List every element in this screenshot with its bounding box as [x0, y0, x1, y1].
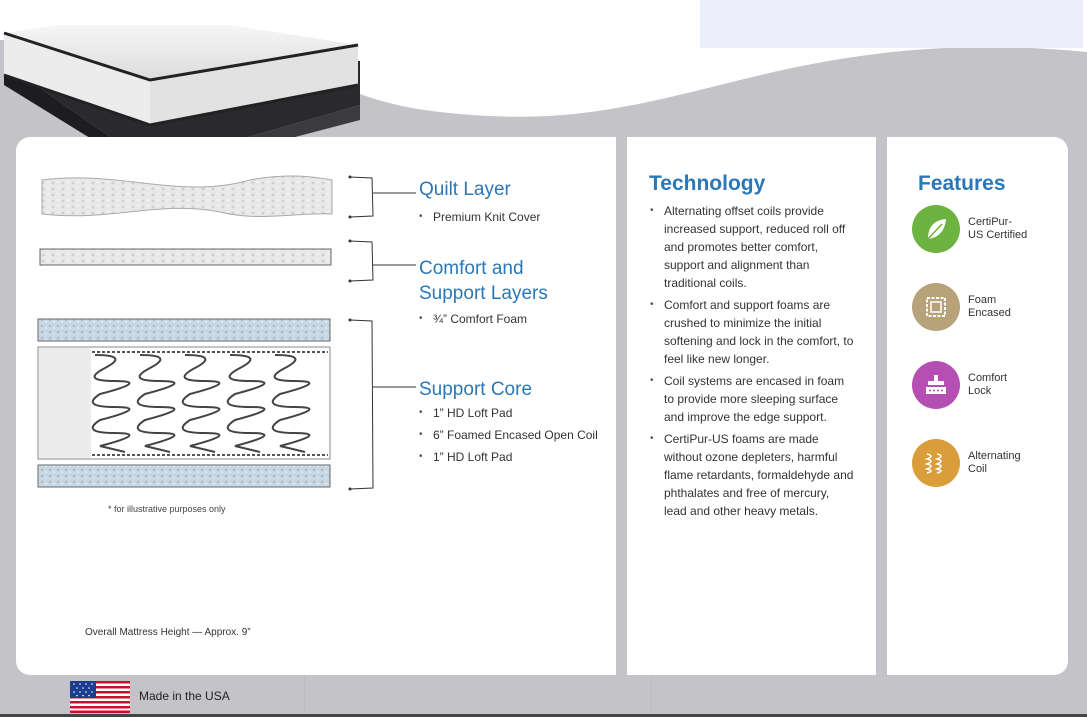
bottom-rule [0, 714, 1087, 717]
list-item: Coil systems are encased in foam to prov… [650, 372, 855, 426]
support-core-list: 1” HD Loft Pad 6” Foamed Encased Open Co… [419, 404, 599, 470]
feature-certipur: CertiPur-US Certified [912, 205, 1038, 253]
layer-diagram [37, 175, 416, 491]
list-item: 1” HD Loft Pad [419, 448, 599, 466]
list-item: Premium Knit Cover [419, 208, 599, 226]
header-box [700, 0, 1083, 48]
foam-encased-icon [912, 283, 960, 331]
quilt-layer-shape [41, 175, 333, 218]
technology-list: Alternating offset coils provide increas… [650, 202, 855, 524]
coil-springs [91, 354, 311, 453]
illustrative-note: * for illustrative purposes only [108, 504, 226, 514]
technology-title: Technology [649, 172, 766, 195]
made-in-usa-text: Made in the USA [139, 689, 230, 703]
features-title: Features [918, 172, 1006, 195]
quilt-layer-list: Premium Knit Cover [419, 208, 599, 230]
list-item: ¾” Comfort Foam [419, 310, 599, 328]
comfort-layer-shape [39, 248, 332, 266]
comfort-layer-list: ¾” Comfort Foam [419, 310, 599, 332]
list-item: CertiPur-US foams are made without ozone… [650, 430, 855, 520]
top-loft-pad-shape [37, 318, 331, 342]
quilt-layer-title: Quilt Layer [419, 179, 511, 200]
us-flag-icon [70, 681, 130, 713]
footer-divider [651, 675, 652, 713]
feature-label: CertiPur-US Certified [968, 216, 1028, 241]
support-core-title: Support Core [419, 379, 533, 400]
footer-divider [304, 675, 305, 713]
list-item: Alternating offset coils provide increas… [650, 202, 855, 292]
bottom-loft-pad-shape [37, 464, 331, 488]
comfort-layer-title: Comfort and Support Layers [419, 258, 548, 304]
leaf-icon [912, 205, 960, 253]
comfort-lock-icon [912, 361, 960, 409]
list-item: 1” HD Loft Pad [419, 404, 599, 422]
list-item: 6” Foamed Encased Open Coil [419, 426, 599, 444]
coil-icon [912, 439, 960, 487]
height-note: Overall Mattress Height — Approx. 9” [85, 627, 251, 638]
list-item: Comfort and support foams are crushed to… [650, 296, 855, 368]
